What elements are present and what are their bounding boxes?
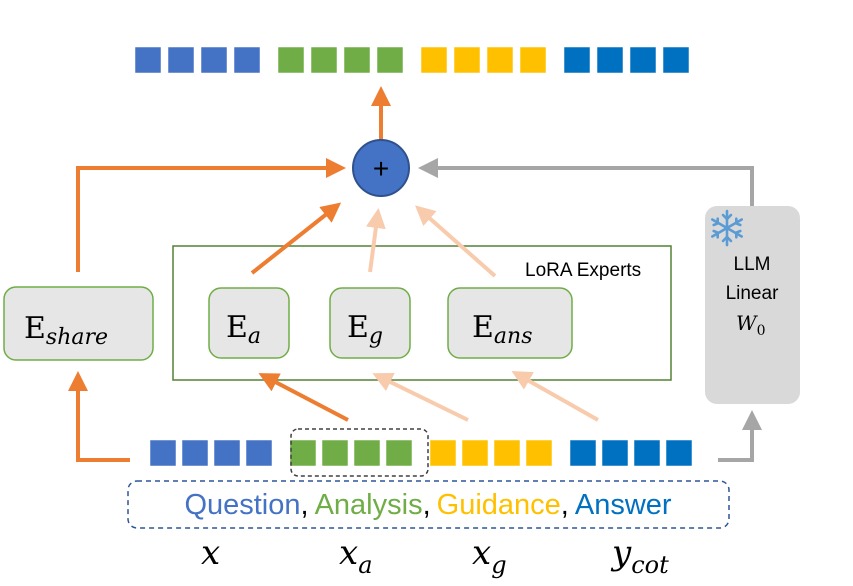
expert-ans-base: E	[472, 310, 494, 345]
output-token-guidance	[486, 46, 514, 74]
output-token-question	[233, 46, 261, 74]
expert-ans: Eans	[447, 287, 573, 359]
arrow-xg-to-eg	[372, 373, 469, 422]
arrow-share-to-sum	[76, 158, 346, 272]
input-token-guidance	[525, 439, 553, 467]
svg-text:Ea: Ea	[226, 310, 261, 349]
input-token-guidance	[493, 439, 521, 467]
input-token-analysis	[353, 439, 381, 467]
caption-frame	[127, 480, 730, 529]
svg-text:x: x	[201, 533, 220, 573]
var-x-base: x	[201, 533, 220, 573]
caption-comma-3: ,	[561, 489, 569, 521]
llm-weight-sub: 0	[757, 323, 766, 339]
output-token-analysis	[310, 46, 338, 74]
expert-share: Eshare	[3, 286, 154, 361]
caption-analysis: Analysis	[315, 489, 423, 521]
sum-node: +	[352, 139, 410, 197]
lora-experts-frame	[172, 245, 672, 381]
arrow-llm-to-sum	[418, 158, 754, 207]
input-token-answer	[633, 439, 661, 467]
output-token-guidance	[420, 46, 448, 74]
var-xg-sub: g	[491, 551, 506, 579]
svg-text:Eans: Eans	[472, 310, 532, 349]
arrow-eg-to-sum	[365, 208, 386, 273]
output-token-answer	[563, 46, 591, 74]
svg-text:W0: W0	[736, 311, 765, 339]
input-token-analysis	[289, 439, 317, 467]
output-token-analysis	[343, 46, 371, 74]
input-token-analysis	[385, 439, 413, 467]
expert-a-base: E	[226, 310, 248, 345]
output-token-answer	[596, 46, 624, 74]
arrow-ea-to-sum	[250, 202, 342, 275]
caption-question: Question	[184, 489, 300, 521]
output-token-guidance	[519, 46, 547, 74]
input-token-guidance	[461, 439, 489, 467]
output-token-answer	[662, 46, 690, 74]
input-token-question	[213, 439, 241, 467]
var-xg-base: x	[472, 533, 491, 573]
output-token-analysis	[277, 46, 305, 74]
expert-g-sub: g	[369, 324, 383, 349]
var-ycot-sub: cot	[631, 551, 669, 579]
output-token-question	[134, 46, 162, 74]
expert-a: Ea	[208, 287, 290, 359]
arrow-tokens-to-share	[68, 371, 130, 462]
output-token-guidance	[453, 46, 481, 74]
llm-label-line2: Linear	[726, 283, 779, 304]
expert-ans-sub: ans	[494, 324, 533, 349]
input-token-sequence	[149, 439, 693, 467]
input-token-analysis	[321, 439, 349, 467]
expert-share-base: E	[24, 311, 46, 346]
input-token-question	[245, 439, 273, 467]
input-token-question	[181, 439, 209, 467]
llm-linear-box: LLM Linear W0	[705, 206, 800, 404]
svg-text:xa: xa	[339, 533, 373, 579]
output-token-question	[167, 46, 195, 74]
var-ycot-base: y	[610, 533, 632, 573]
llm-weight-base: W	[736, 311, 758, 335]
input-token-answer	[665, 439, 693, 467]
arrow-eans-to-sum	[415, 205, 497, 278]
input-token-question	[149, 439, 177, 467]
input-token-guidance	[429, 439, 457, 467]
expert-share-sub: share	[46, 325, 108, 350]
svg-text:Eg: Eg	[347, 310, 383, 349]
svg-text:xg: xg	[472, 533, 507, 579]
var-xa-base: x	[339, 533, 358, 573]
arrow-xa-to-ea	[258, 373, 349, 422]
output-token-answer	[629, 46, 657, 74]
plus-icon: +	[373, 153, 389, 184]
analysis-selection-box	[290, 428, 429, 477]
output-token-question	[200, 46, 228, 74]
svg-text:ycot: ycot	[610, 533, 669, 579]
input-token-answer	[569, 439, 597, 467]
output-token-sequence	[134, 46, 690, 74]
lora-experts-label: LoRA Experts	[525, 260, 641, 281]
caption-text: Question,Analysis,Guidance,Answer	[184, 489, 671, 521]
var-xa-sub: a	[358, 551, 372, 579]
llm-label-line1: LLM	[734, 254, 771, 275]
caption-comma-2: ,	[423, 489, 431, 521]
input-token-answer	[601, 439, 629, 467]
expert-a-sub: a	[248, 324, 261, 349]
snowflake-icon	[711, 209, 743, 247]
arrow-tokens-to-llm	[718, 410, 762, 462]
caption-comma-1: ,	[301, 489, 309, 521]
caption-answer: Answer	[575, 489, 672, 521]
arrow-ycot-to-eans	[511, 371, 599, 422]
svg-text:Eshare: Eshare	[24, 311, 108, 350]
output-token-analysis	[376, 46, 404, 74]
expert-g: Eg	[329, 287, 411, 359]
expert-g-base: E	[347, 310, 369, 345]
caption-guidance: Guidance	[437, 489, 561, 521]
